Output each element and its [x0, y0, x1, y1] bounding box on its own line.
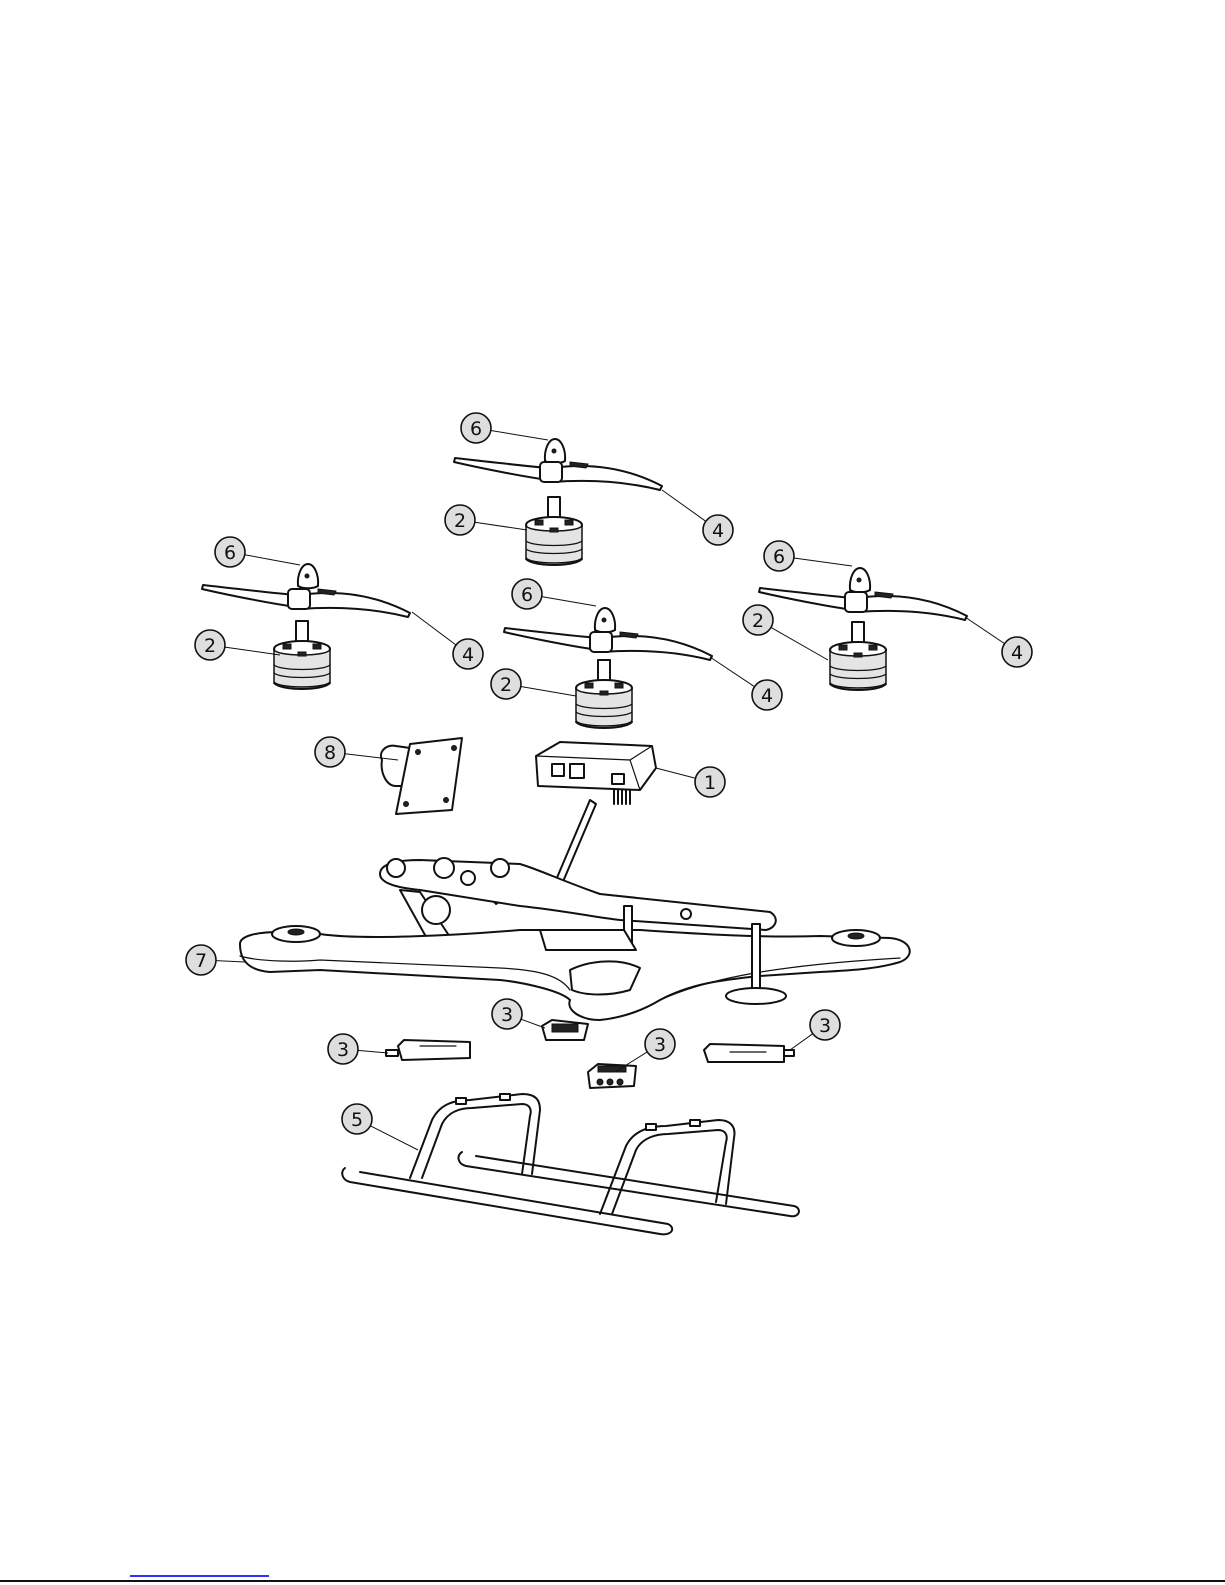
- motor-icon: [830, 622, 886, 690]
- callout-leader-line: [542, 597, 596, 606]
- callout-number: 3: [819, 1015, 831, 1037]
- motor-icon: [526, 497, 582, 565]
- callout-number: 7: [195, 950, 207, 972]
- callout-3: 3: [492, 999, 545, 1029]
- callout-number: 4: [462, 644, 474, 666]
- callout-number: 4: [761, 685, 773, 707]
- callout-leader-line: [216, 961, 245, 962]
- landing-gear: [342, 1094, 799, 1234]
- callout-number: 2: [454, 510, 466, 532]
- propeller-icon: [202, 585, 410, 617]
- callout-number: 6: [470, 418, 482, 440]
- rotor-assembly-left: [202, 564, 410, 689]
- propeller-icon: [454, 458, 662, 490]
- callout-2: 2: [743, 605, 828, 660]
- callout-number: 6: [773, 546, 785, 568]
- callout-number: 2: [500, 674, 512, 696]
- callout-leader-line: [710, 657, 755, 687]
- callout-number: 2: [752, 610, 764, 632]
- callout-leader-line: [790, 1034, 813, 1050]
- callout-2: 2: [195, 630, 280, 660]
- callout-leader-line: [412, 612, 456, 645]
- callout-6: 6: [215, 537, 300, 567]
- callout-leader-line: [225, 647, 280, 655]
- motor-icon: [576, 660, 632, 728]
- callout-2: 2: [491, 669, 576, 699]
- callout-3: 3: [328, 1034, 388, 1064]
- callout-number: 3: [337, 1039, 349, 1061]
- footer-rule: [0, 1580, 1225, 1582]
- rotor-assembly-center: [504, 608, 712, 728]
- footer-link-underline[interactable]: [130, 1575, 269, 1577]
- callout-1: 1: [656, 767, 725, 797]
- prop-nut-icon: [595, 608, 615, 632]
- prop-nut-icon: [850, 568, 870, 592]
- callout-leader-line: [794, 558, 852, 566]
- callout-leader-line: [521, 1019, 545, 1028]
- callout-3: 3: [790, 1010, 840, 1050]
- rotor-assembly-right: [759, 568, 967, 690]
- callout-leader-line: [245, 555, 300, 565]
- callout-number: 1: [704, 772, 716, 794]
- callout-leader-line: [521, 687, 576, 696]
- callout-number: 3: [501, 1004, 513, 1026]
- prop-nut-icon: [298, 564, 318, 588]
- callout-leader-line: [965, 617, 1005, 644]
- callout-number: 3: [654, 1034, 666, 1056]
- callout-2: 2: [445, 505, 527, 535]
- rotor-assembly-top: [454, 439, 662, 565]
- callout-4: 4: [662, 490, 733, 545]
- callout-4: 4: [710, 657, 782, 710]
- callout-leader-line: [656, 768, 695, 778]
- callout-leader-line: [358, 1050, 388, 1053]
- callout-number: 6: [224, 542, 236, 564]
- callout-7: 7: [186, 945, 245, 975]
- callout-number: 4: [1011, 642, 1023, 664]
- flight-controller: [536, 742, 656, 804]
- callout-leader-line: [662, 490, 706, 521]
- callout-4: 4: [965, 617, 1032, 667]
- callout-number: 4: [712, 520, 724, 542]
- motor-icon: [274, 621, 330, 689]
- camera-module: [381, 738, 462, 814]
- callout-4: 4: [412, 612, 483, 669]
- main-frame: [240, 800, 910, 1020]
- callout-leader-line: [491, 430, 548, 440]
- callout-6: 6: [512, 579, 596, 609]
- callout-leader-line: [370, 1126, 418, 1150]
- callout-leader-line: [771, 627, 828, 660]
- propeller-icon: [759, 588, 967, 620]
- esc-set: [386, 1020, 794, 1088]
- callout-number: 5: [351, 1109, 363, 1131]
- propeller-icon: [504, 628, 712, 660]
- callout-5: 5: [342, 1104, 418, 1150]
- callout-leader-line: [475, 522, 527, 530]
- callout-number: 8: [324, 742, 336, 764]
- prop-nut-icon: [545, 439, 565, 463]
- callout-6: 6: [764, 541, 852, 571]
- callout-number: 2: [204, 635, 216, 657]
- callout-6: 6: [461, 413, 548, 443]
- callout-number: 6: [521, 584, 533, 606]
